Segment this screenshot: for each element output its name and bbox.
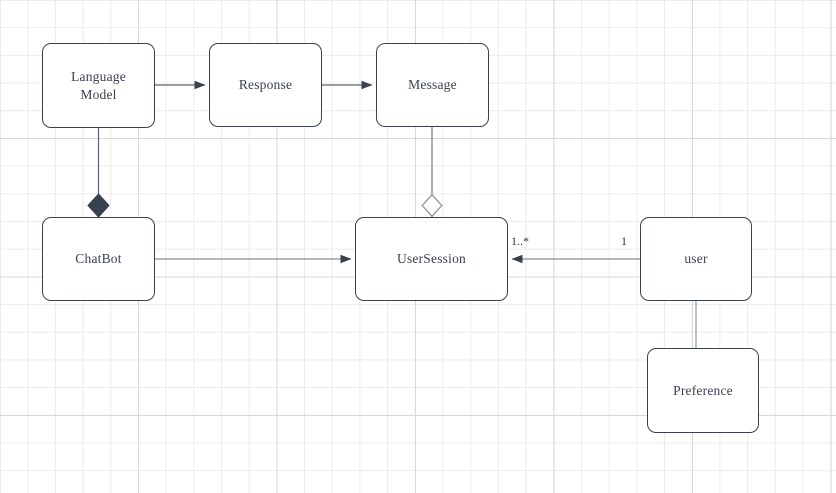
node-usersession[interactable]: UserSession: [355, 217, 508, 301]
node-label-usersession: UserSession: [397, 251, 466, 267]
multiplicity-label-user: 1: [621, 234, 627, 248]
node-chatbot[interactable]: ChatBot: [42, 217, 155, 301]
multiplicity-label-usersession: 1..*: [511, 234, 529, 248]
node-label-response: Response: [238, 77, 293, 93]
node-response[interactable]: Response: [209, 43, 322, 127]
node-label-language-model: Language Model: [71, 68, 126, 102]
node-message[interactable]: Message: [376, 43, 489, 127]
node-label-message: Message: [408, 77, 457, 93]
node-label-preference: Preference: [673, 382, 733, 398]
node-user[interactable]: user: [640, 217, 752, 301]
node-preference[interactable]: Preference: [647, 348, 759, 433]
node-language-model[interactable]: Language Model: [42, 43, 155, 128]
node-label-user: user: [684, 251, 708, 267]
node-label-chatbot: ChatBot: [75, 251, 122, 267]
